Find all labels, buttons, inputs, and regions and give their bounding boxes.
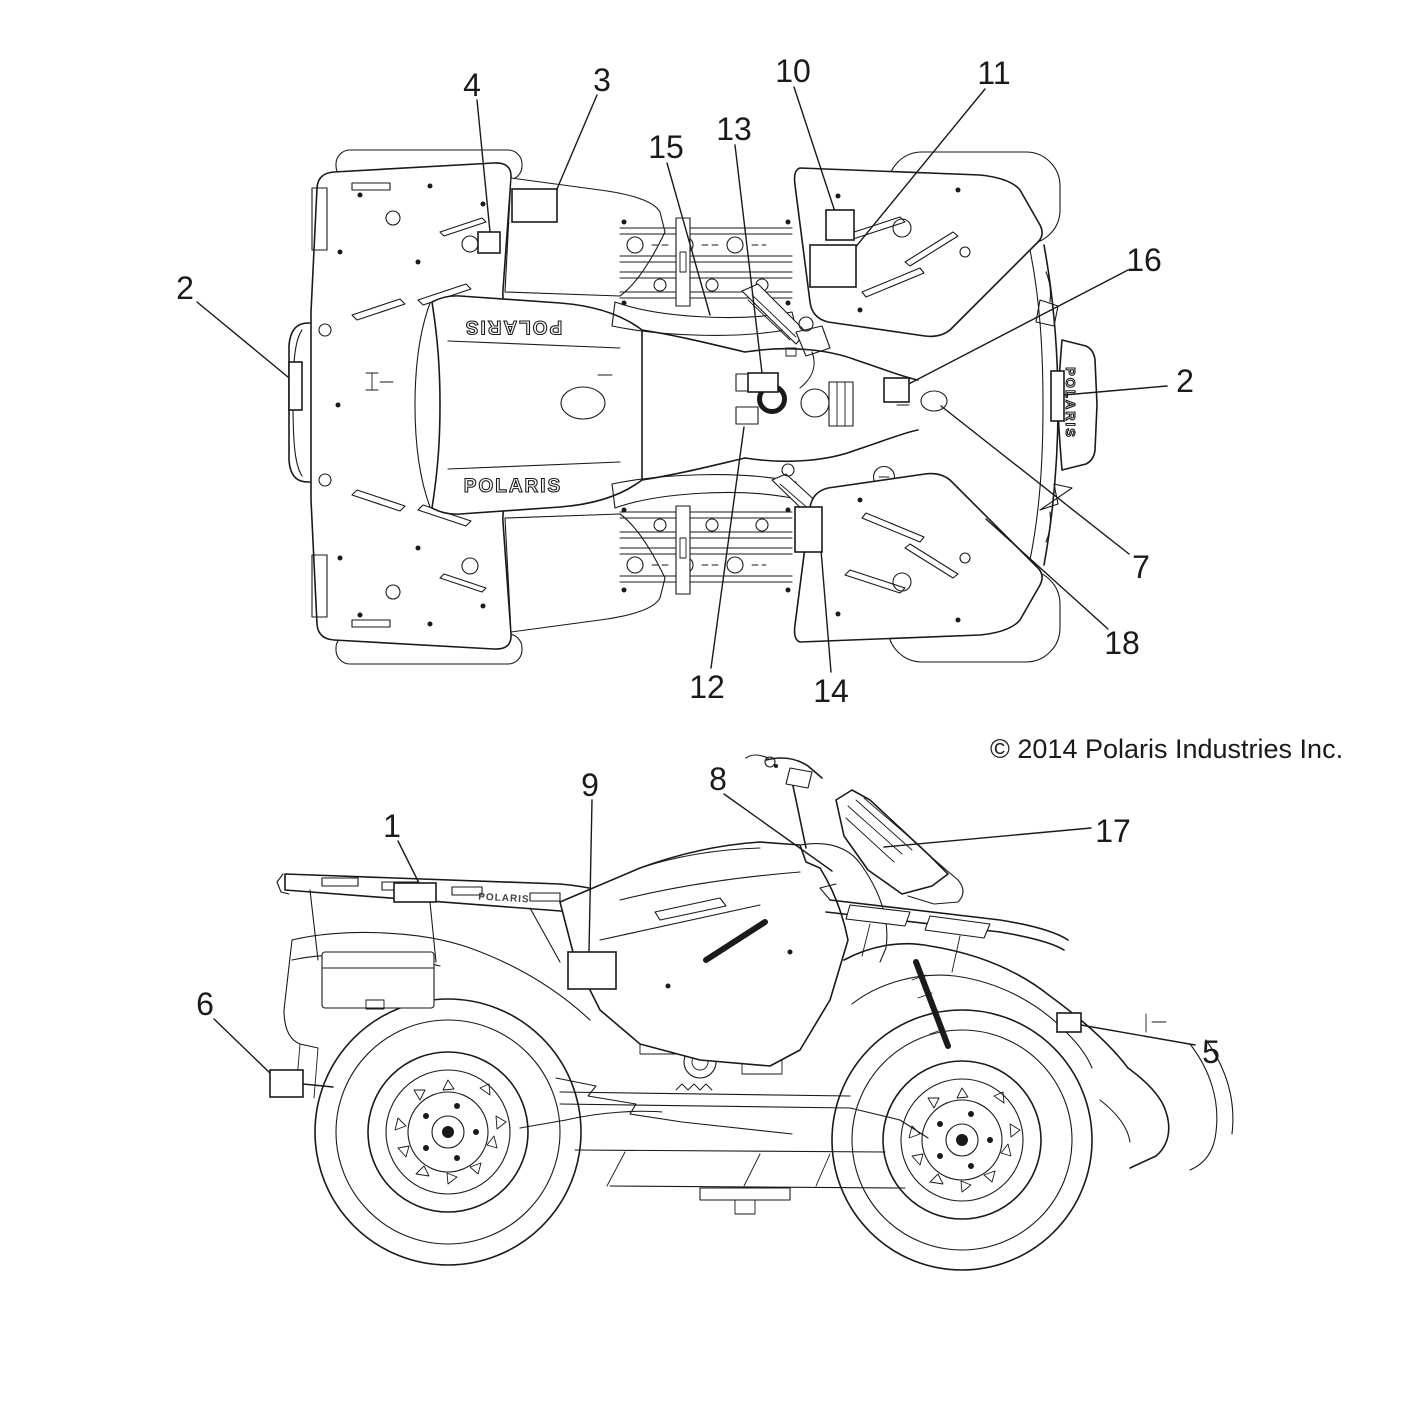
copyright-text: © 2014 Polaris Industries Inc. — [990, 734, 1343, 764]
callout-number-13-top: 13 — [716, 111, 752, 147]
seat-top — [641, 329, 746, 481]
body-side — [559, 841, 888, 1067]
callout-12-leader-line — [710, 426, 745, 669]
decal-1-box — [393, 882, 437, 903]
brand-logo-front-bumper: POLARIS — [1063, 367, 1078, 439]
callout-16-leader-line — [898, 269, 1129, 390]
callout-2-leader-line — [196, 301, 295, 383]
callout-number-18-top: 18 — [1104, 625, 1140, 661]
decal-6-box — [269, 1069, 304, 1098]
brand-logo-side: POLARIS — [478, 892, 530, 906]
front-fender-side — [843, 942, 1234, 1171]
callout-number-2-top: 2 — [176, 270, 194, 306]
callout-number-17-side: 17 — [1095, 813, 1131, 849]
callout-1-leader-line — [397, 840, 421, 886]
rear-rack-top — [310, 162, 512, 650]
decal-9-box — [567, 951, 617, 990]
decal-10-box — [825, 209, 855, 241]
callout-2-leader-line — [1063, 385, 1168, 396]
callout-number-7-top: 7 — [1132, 549, 1150, 585]
callout-10-leader-line — [793, 86, 840, 225]
callout-number-6-side: 6 — [196, 986, 214, 1022]
callout-number-10-top: 10 — [775, 53, 811, 89]
front-wheel-bolts — [937, 1111, 993, 1169]
decal-2-box — [1050, 370, 1065, 422]
brand-logo-top-left: POLARIS — [464, 316, 562, 337]
decal-4-box — [477, 231, 501, 254]
brand-logo-top-right: POLARIS — [464, 476, 562, 497]
rear-rack-side — [276, 873, 649, 1099]
callout-8-leader-line — [723, 793, 833, 872]
callout-number-4-top: 4 — [463, 67, 481, 103]
decal-13-box — [747, 372, 779, 393]
callout-18-leader-line — [985, 518, 1109, 630]
callout-number-3-top: 3 — [593, 62, 611, 98]
callout-number-1-side: 1 — [383, 808, 401, 844]
atv-top-view: POLARIS POLARIS — [288, 149, 1098, 665]
rear-wheel-side — [314, 998, 582, 1266]
callout-17-leader-line — [883, 827, 1092, 848]
decal-5-box — [1056, 1012, 1082, 1033]
callout-number-9-side: 9 — [581, 767, 599, 803]
callout-number-12-top: 12 — [689, 669, 725, 705]
decal-11-box — [809, 244, 857, 288]
callout-number-16-top: 16 — [1126, 242, 1162, 278]
callout-number-5-side: 5 — [1202, 1034, 1220, 1070]
handlebar-side — [745, 754, 823, 849]
callout-6-leader-line — [302, 1083, 334, 1088]
callout-number-11-top: 11 — [977, 55, 1010, 91]
callout-15-leader-line — [666, 162, 711, 316]
body-hood-top — [414, 295, 643, 515]
callout-number-8-side: 8 — [709, 761, 727, 797]
atv-side-view: POLARIS — [276, 754, 1234, 1271]
callout-5-leader-line — [1080, 1024, 1196, 1046]
callout-6-leader-line — [213, 1018, 272, 1075]
callout-7-leader-line — [940, 405, 1130, 555]
front-rack-top — [793, 167, 1043, 643]
callout-14-leader-line — [820, 549, 832, 673]
rear-wheel-bolts — [423, 1103, 479, 1161]
windshield-pod-side — [835, 789, 964, 905]
console-cluster-top — [735, 347, 948, 489]
footrest-rails-upper — [619, 217, 793, 307]
rear-wheel-spokes — [394, 1079, 507, 1185]
callout-9-leader-line — [588, 799, 593, 953]
callout-13-leader-line — [734, 144, 763, 374]
decal-2-box — [288, 361, 303, 411]
callout-3-leader-line — [550, 94, 598, 204]
front-wheel-side — [831, 1009, 1093, 1271]
front-rack-side — [819, 883, 1069, 973]
decal-16-box — [883, 377, 910, 403]
decal-3-box — [511, 188, 558, 223]
callout-number-15-top: 15 — [648, 129, 684, 165]
callout-number-2-top: 2 — [1176, 363, 1194, 399]
callout-4-leader-line — [476, 99, 491, 233]
callouts-layer: 4 3 10 11 15 13 2 16 2 7 18 12 14 1 9 8 17 6 5 — [176, 53, 1220, 1098]
callout-number-14-top: 14 — [813, 673, 849, 709]
front-wheel-spokes — [908, 1087, 1021, 1193]
callout-11-leader-line — [844, 88, 986, 261]
decal-14-box — [794, 506, 823, 553]
footrest-rails-lower — [619, 505, 793, 595]
